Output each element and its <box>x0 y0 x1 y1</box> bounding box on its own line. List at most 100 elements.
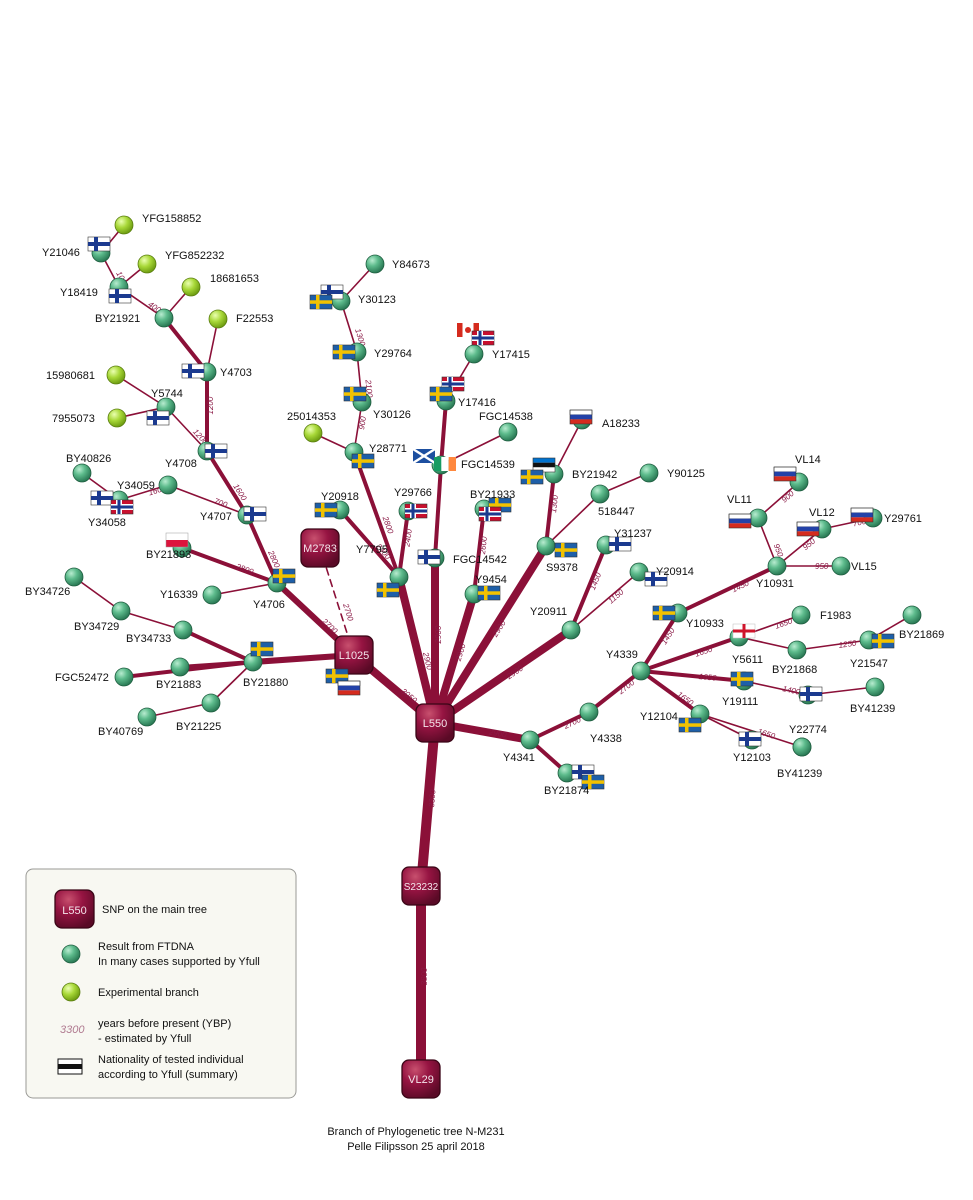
edge-years-label: 2600 <box>478 535 489 555</box>
node-VL15 <box>831 556 851 576</box>
node-BY34726 <box>64 567 84 587</box>
node-BY34733 <box>173 620 193 640</box>
node-label: BY21921 <box>95 313 140 325</box>
node-BY21225 <box>201 693 221 713</box>
flag-ru-icon <box>850 507 874 523</box>
node-Y10931 <box>767 556 787 576</box>
edge-years-label: 2900 <box>487 727 508 739</box>
node-label: FGC14542 <box>453 554 507 566</box>
flag-fi-icon <box>204 443 228 459</box>
node-label: BY21225 <box>176 721 221 733</box>
flag-se-icon <box>332 344 356 360</box>
edge-Y7795-Y29766 <box>397 509 410 579</box>
node-label: BY34729 <box>74 621 119 633</box>
node-YFG852232 <box>137 254 157 274</box>
flag-fi-icon <box>799 686 823 702</box>
legend-snp-box-label: L550 <box>62 905 86 917</box>
flag-ru-icon <box>796 521 820 537</box>
node-BY40769 <box>137 707 157 727</box>
edge-Y19111-BY41239a <box>743 680 809 696</box>
node-label: Y31237 <box>614 528 652 540</box>
flag-ee-icon <box>532 457 556 473</box>
node-FGC14538 <box>498 422 518 442</box>
node-label: VL15 <box>851 561 877 573</box>
edge-Y4703-BY21921 <box>162 316 209 374</box>
node-label: Y4339 <box>606 649 638 661</box>
edge-Y4339-Y10933 <box>639 611 680 673</box>
edge-FGC14542-FGC14539 <box>433 463 443 560</box>
node-YFG158852 <box>114 215 134 235</box>
edge-years-label: 2900 <box>434 625 443 644</box>
node-label: Y4707 <box>200 511 232 523</box>
edge-Y7795-Y28771 <box>352 450 401 579</box>
node-label: VL11 <box>727 494 752 506</box>
node-label: BY21869 <box>899 629 944 641</box>
flag-no-icon <box>404 503 428 519</box>
node-label: Y17416 <box>458 397 496 409</box>
node-label: VL12 <box>809 507 835 519</box>
node-label: Y4338 <box>590 733 622 745</box>
node-label: BY40826 <box>66 453 111 465</box>
edge-years-label: 2800 <box>234 562 255 577</box>
node-label: YFG852232 <box>165 250 224 262</box>
edge-BY21868-Y21547 <box>796 639 870 651</box>
snp-box-VL29: VL29 <box>401 1059 441 1099</box>
flag-fi-icon <box>608 536 632 552</box>
flag-se-icon <box>554 542 578 558</box>
node-label: 18681653 <box>210 273 259 285</box>
caption-line2: Pelle Filipsson 25 april 2018 <box>347 1141 485 1153</box>
node-label: BY34733 <box>126 633 171 645</box>
node-18681653 <box>181 277 201 297</box>
flag-fi-icon <box>738 731 762 747</box>
legend-ftdna-line1: Result from FTDNA <box>98 941 195 953</box>
edge-Y4339-Y19111 <box>639 669 746 683</box>
node-F22553 <box>208 309 228 329</box>
node-Y20911 <box>561 620 581 640</box>
node-label: F1983 <box>820 610 851 622</box>
legend-years-line2: - estimated by Yfull <box>98 1033 191 1045</box>
node-label: BY21874 <box>544 785 589 797</box>
node-label: Y19111 <box>722 696 758 708</box>
flag-se-icon <box>477 585 501 601</box>
node-label: Y16339 <box>160 589 198 601</box>
node-label: Y29766 <box>394 487 432 499</box>
edge-Y5744-15980681 <box>115 374 167 408</box>
node-label: 25014353 <box>287 411 336 423</box>
node-BY21869 <box>902 605 922 625</box>
edge-BY21880-BY21225 <box>210 661 254 704</box>
node-label: VL14 <box>795 454 821 466</box>
edge-S23232-L550 <box>416 718 440 891</box>
edge-Y5611-BY21868 <box>738 636 798 651</box>
flag-se-icon <box>652 605 676 621</box>
legend-frame <box>25 868 297 1099</box>
node-Y4341 <box>520 730 540 750</box>
legend-nationality-line1: Nationality of tested individual <box>98 1054 244 1066</box>
edge-Y20911-Y31237 <box>569 543 608 632</box>
flag-ie-icon <box>434 457 456 471</box>
flag-se-icon <box>429 386 453 402</box>
edge-BY34733-BY34729 <box>120 610 184 631</box>
node-BY21921 <box>154 308 174 328</box>
edge-Y4338-Y4339 <box>587 669 643 714</box>
edge-Y4339-Y5611 <box>639 635 741 673</box>
edge-years-label: 1200 <box>206 396 215 414</box>
node-label: 15980681 <box>46 370 95 382</box>
flag-no-icon <box>471 330 495 346</box>
edge-Y4706-Y4707 <box>245 513 279 585</box>
node-Y90125 <box>639 463 659 483</box>
flag-fi-icon <box>417 549 441 565</box>
node-15980681 <box>106 365 126 385</box>
node-BY40826 <box>72 463 92 483</box>
edges-layer <box>73 224 913 1084</box>
legend-ftdna-icon <box>61 944 81 964</box>
edge-years-label: 1450 <box>588 571 603 591</box>
flag-sct-icon <box>412 447 436 465</box>
flag-fi-icon <box>90 490 114 506</box>
node-label: FGC14539 <box>461 459 515 471</box>
node-BY41239-leaf <box>865 677 885 697</box>
node-label: Y12103 <box>733 752 771 764</box>
node-label: Y30123 <box>358 294 396 306</box>
edge-years-label: 1250 <box>838 639 857 650</box>
